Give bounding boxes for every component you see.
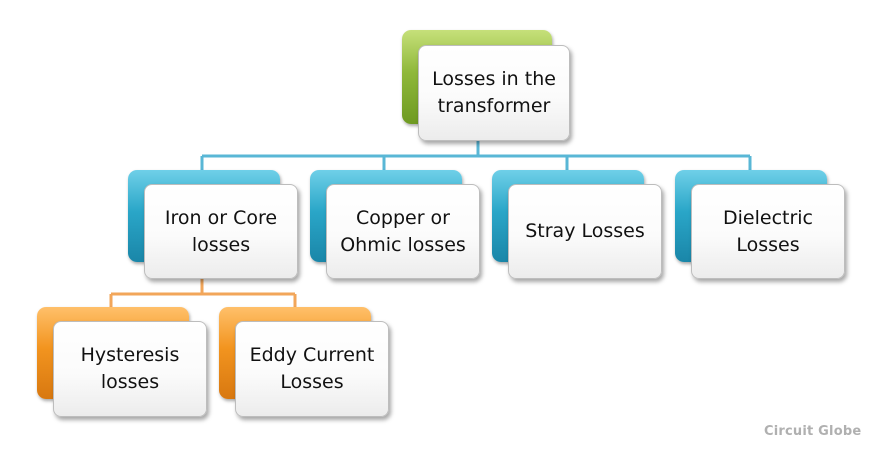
- watermark-circuit-globe: Circuit Globe: [764, 424, 862, 439]
- node-box: Dielectric Losses: [691, 184, 845, 279]
- node-eddy-current-losses: Eddy Current Losses: [219, 307, 391, 419]
- node-box: Hysteresis losses: [53, 321, 207, 417]
- node-box: Eddy Current Losses: [235, 321, 389, 417]
- node-hysteresis-losses: Hysteresis losses: [37, 307, 209, 419]
- node-label: Stray Losses: [525, 220, 645, 242]
- node-label: Dielectric Losses: [723, 206, 813, 256]
- node-label: Eddy Current Losses: [249, 344, 375, 393]
- node-box: Stray Losses: [508, 184, 662, 279]
- node-iron-core-losses: Iron or Core losses: [128, 170, 300, 282]
- node-stray-losses: Stray Losses: [492, 170, 664, 282]
- node-label: Hysteresis losses: [80, 344, 180, 393]
- node-losses-in-transformer: Losses in the transformer: [402, 30, 572, 144]
- node-copper-ohmic-losses: Copper or Ohmic losses: [310, 170, 482, 282]
- node-box: Iron or Core losses: [144, 184, 298, 279]
- node-label: Copper or Ohmic losses: [340, 206, 466, 256]
- node-dielectric-losses: Dielectric Losses: [675, 170, 847, 282]
- node-label: Losses in the transformer: [432, 68, 556, 117]
- node-box: Copper or Ohmic losses: [326, 184, 480, 279]
- node-box: Losses in the transformer: [418, 45, 570, 141]
- node-label: Iron or Core losses: [164, 206, 278, 256]
